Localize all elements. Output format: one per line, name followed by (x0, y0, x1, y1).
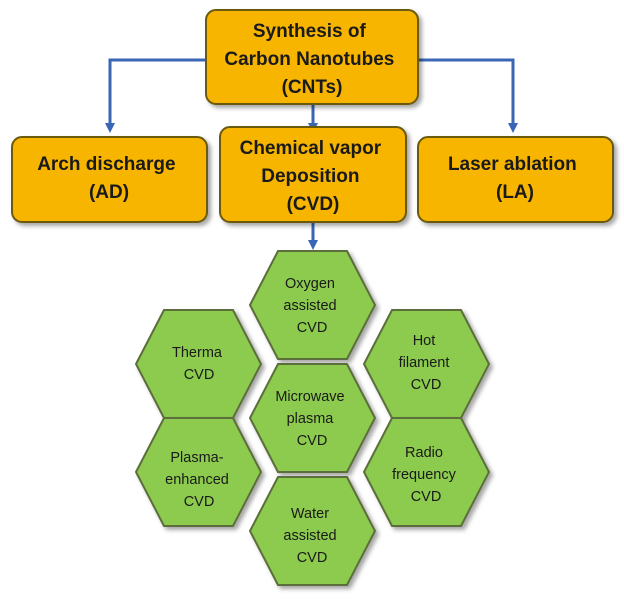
method-box (219, 126, 407, 223)
connectors (105, 58, 518, 250)
hex-label-line: Radio (405, 445, 443, 461)
cvd-types-cluster: Oxygen assisted CVD Therma CVD Hot filam… (134, 250, 491, 586)
connector-root-to-laser (417, 58, 518, 133)
hex-label: Oxygen assisted CVD (283, 276, 340, 336)
method-node-arc-discharge: Arch discharge (AD) (11, 136, 208, 223)
hex-water-assisted-cvd: Water assisted CVD (248, 476, 377, 586)
method-label-line: Arch discharge (37, 154, 175, 175)
hex-label-line: CVD (411, 377, 442, 393)
hex-label-line: Oxygen (285, 276, 335, 292)
hex-radio-frequency-cvd: Radio frequency CVD (362, 417, 491, 527)
method-node-laser-ablation: Laser ablation (LA) (417, 136, 614, 223)
hex-label-line: CVD (184, 494, 215, 510)
connector-root-to-arc (105, 58, 206, 133)
hex-shape (248, 476, 377, 586)
hex-thermal-cvd: Therma CVD (134, 309, 263, 419)
hex-label-line: assisted (283, 528, 336, 544)
hex-plasma-enhanced-cvd: Plasma- enhanced CVD (134, 417, 263, 527)
root-box (205, 9, 419, 105)
hex-label-line: enhanced (165, 472, 229, 488)
method-label-line: Deposition (261, 166, 359, 187)
hex-label-line: CVD (297, 433, 328, 449)
hex-label-line: Therma (172, 345, 223, 361)
root-label-line: Carbon Nanotubes (224, 49, 394, 70)
hex-label-line: plasma (287, 411, 335, 427)
hex-label-line: CVD (184, 367, 215, 383)
hex-shape (248, 363, 377, 473)
method-label: Laser ablation (LA) (448, 154, 582, 203)
method-node-cvd: Chemical vapor Deposition (CVD) (219, 126, 407, 223)
hex-label-line: CVD (297, 550, 328, 566)
hex-label: Microwave plasma CVD (275, 389, 348, 449)
hex-label-line: Hot (413, 333, 436, 349)
hex-label-line: frequency (392, 467, 456, 483)
hex-label-line: Microwave (275, 389, 344, 405)
root-label-line: (CNTs) (282, 77, 343, 98)
hex-label: Plasma- enhanced CVD (165, 450, 233, 510)
root-label-line: Synthesis of (253, 21, 367, 42)
hex-label-line: Plasma- (170, 450, 223, 466)
method-label-line: (CVD) (287, 194, 340, 215)
method-label-line: Laser ablation (448, 154, 577, 175)
method-label-line: Chemical vapor (240, 138, 382, 159)
method-box (417, 136, 614, 223)
method-label: Chemical vapor Deposition (CVD) (240, 138, 387, 215)
method-box (11, 136, 208, 223)
method-label-line: (LA) (496, 182, 534, 203)
hex-shape (134, 309, 263, 419)
root-label: Synthesis of Carbon Nanotubes (CNTs) (224, 21, 399, 98)
hex-shape (362, 417, 491, 527)
hex-shape (134, 417, 263, 527)
root-node: Synthesis of Carbon Nanotubes (CNTs) (205, 9, 419, 105)
hex-microwave-plasma-cvd: Microwave plasma CVD (248, 363, 377, 473)
method-label-line: (AD) (89, 182, 129, 203)
hex-label: Radio frequency CVD (392, 445, 460, 505)
hex-label-line: CVD (297, 320, 328, 336)
hex-label-line: assisted (283, 298, 336, 314)
hex-oxygen-assisted-cvd: Oxygen assisted CVD (248, 250, 377, 360)
hex-label: Water assisted CVD (283, 506, 340, 566)
hex-shape (248, 250, 377, 360)
hex-label-line: CVD (411, 489, 442, 505)
hex-label: Hot filament CVD (399, 333, 454, 393)
hex-label: Therma CVD (172, 345, 226, 383)
hex-hot-filament-cvd: Hot filament CVD (362, 309, 491, 419)
method-label: Arch discharge (AD) (37, 154, 181, 203)
hex-label-line: Water (291, 506, 329, 522)
hex-label-line: filament (399, 355, 450, 371)
